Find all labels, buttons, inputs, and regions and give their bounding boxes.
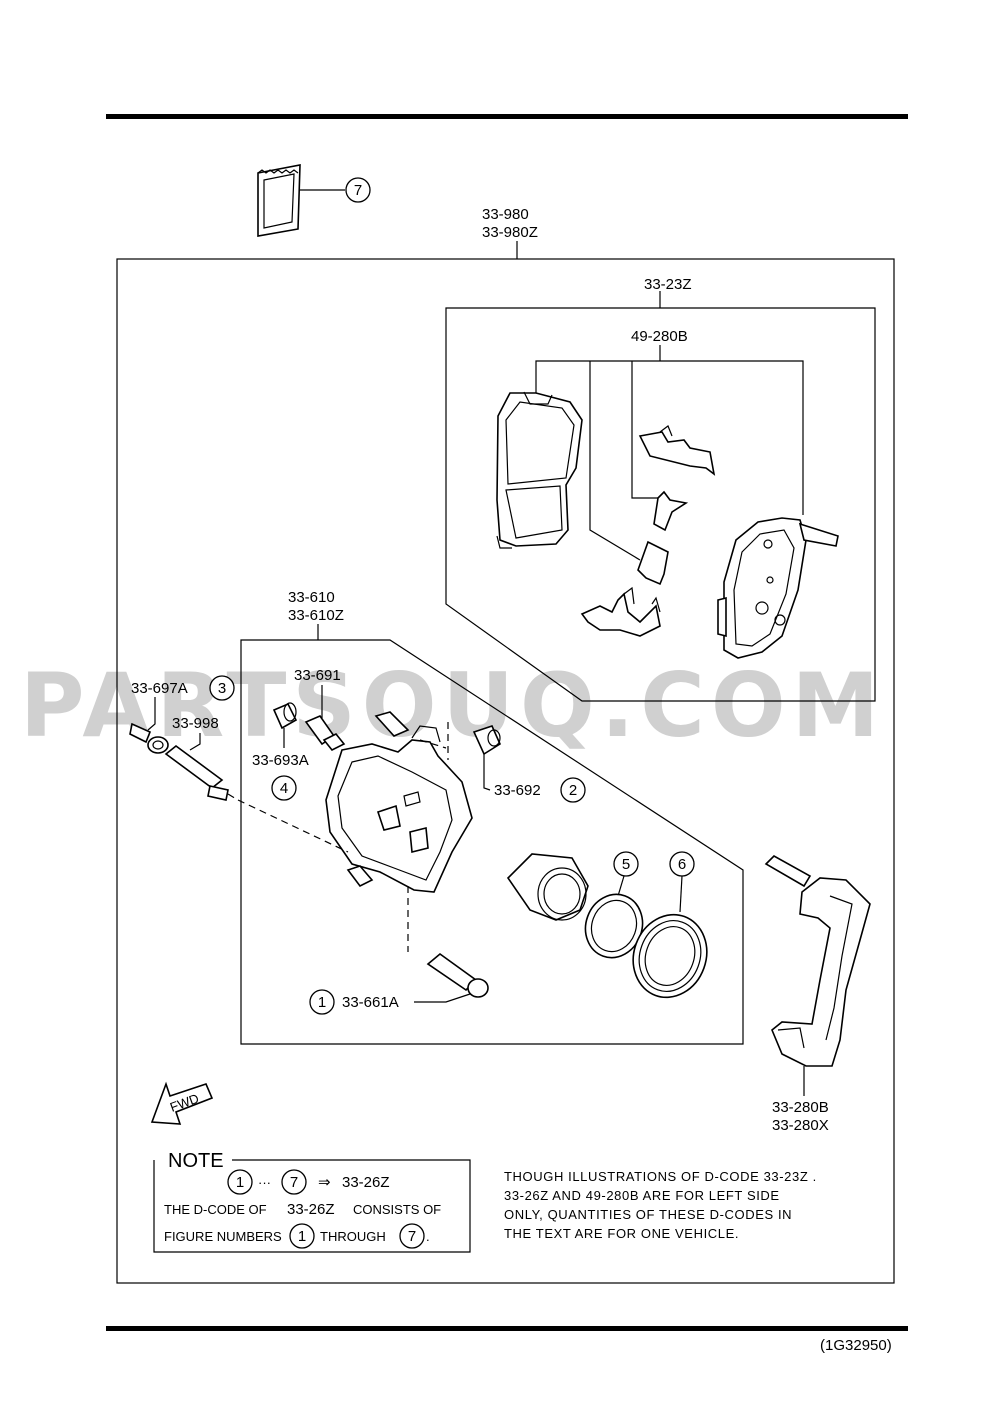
label-boot-3: 33-697A — [131, 680, 188, 697]
bottom-rule — [106, 1326, 908, 1331]
label-shim-kit: 49-280B — [631, 328, 688, 345]
callout-2 — [560, 777, 586, 803]
note-callout-1b-num: 1 — [298, 1228, 306, 1245]
note-callout-7-num: 7 — [290, 1174, 298, 1191]
caliper-body-part[interactable] — [325, 711, 473, 893]
note-title: NOTE — [168, 1150, 224, 1172]
diagram-code: (1G32950) — [820, 1337, 892, 1354]
label-caliper-2: 33-610Z — [288, 607, 344, 624]
note-line3-end: . — [426, 1229, 430, 1244]
note-box — [153, 1159, 471, 1253]
callout-3 — [209, 675, 235, 701]
clip-upper[interactable] — [653, 490, 689, 532]
guide-bolt-part[interactable] — [164, 744, 229, 801]
brake-pad-outer[interactable] — [717, 517, 839, 659]
label-kit-1: 33-980 — [482, 206, 529, 223]
callout-2-num: 2 — [569, 782, 577, 799]
remark-line-1: THOUGH ILLUSTRATIONS OF D-CODE 33-23Z . — [504, 1169, 817, 1184]
note-callout-1-num: 1 — [236, 1174, 244, 1191]
note-line3-b: THROUGH — [320, 1229, 386, 1244]
label-bolt-998: 33-998 — [172, 715, 219, 732]
fwd-arrow-icon: FWD — [150, 1081, 214, 1125]
label-bracket-2: 33-280X — [772, 1117, 829, 1134]
callout-7-top — [345, 177, 371, 203]
clip-lower[interactable] — [637, 540, 669, 586]
note-line2-b: CONSISTS OF — [353, 1202, 441, 1217]
callout-4 — [271, 775, 297, 801]
label-guide-1: 33-661A — [342, 994, 399, 1011]
note-code-1: 33-26Z — [342, 1174, 390, 1191]
note-callout-7 — [281, 1169, 307, 1195]
shim-lower[interactable] — [580, 586, 661, 637]
label-kit-2: 33-980Z — [482, 224, 538, 241]
note-callout-1b — [289, 1223, 315, 1249]
kit-box — [116, 258, 895, 1284]
pad-set-box — [445, 307, 876, 702]
note-line2-a: THE D-CODE OF — [164, 1202, 267, 1217]
top-rule — [106, 114, 908, 119]
label-caliper-1: 33-610 — [288, 589, 335, 606]
remark-line-2: 33-26Z AND 49-280B ARE FOR LEFT SIDE — [504, 1188, 780, 1203]
label-bleeder: 33-691 — [294, 667, 341, 684]
callout-5 — [613, 851, 639, 877]
label-cap-4: 33-693A — [252, 752, 309, 769]
remark-line-4: THE TEXT ARE FOR ONE VEHICLE. — [504, 1226, 739, 1241]
label-boot-2: 33-692 — [494, 782, 541, 799]
note-line3-a: FIGURE NUMBERS — [164, 1229, 282, 1244]
shim-upper[interactable] — [638, 425, 716, 476]
bleeder-screw-part[interactable] — [304, 715, 346, 752]
grease-packet-part[interactable] — [257, 164, 301, 237]
note-arrow: ⇒ — [318, 1174, 331, 1191]
piston-boot-part[interactable] — [622, 904, 718, 1008]
callout-6-num: 6 — [678, 856, 686, 873]
callout-5-num: 5 — [622, 856, 630, 873]
label-bracket-1: 33-280B — [772, 1099, 829, 1116]
note-code-2: 33-26Z — [287, 1201, 335, 1218]
remark-line-3: ONLY, QUANTITIES OF THESE D-CODES IN — [504, 1207, 792, 1222]
callout-3-num: 3 — [218, 680, 226, 697]
callout-7-top-num: 7 — [354, 182, 362, 199]
callout-4-num: 4 — [280, 780, 288, 797]
dust-boot-part[interactable] — [129, 722, 169, 754]
boot-692-part[interactable] — [472, 725, 502, 756]
brake-pad-inner[interactable] — [496, 391, 583, 549]
note-callout-7b — [399, 1223, 425, 1249]
callout-1-num: 1 — [318, 994, 326, 1011]
callout-1 — [309, 989, 335, 1015]
guide-pin-part[interactable] — [426, 952, 489, 998]
piston-part[interactable] — [506, 853, 589, 921]
label-pad-set: 33-23Z — [644, 276, 692, 293]
caliper-box — [240, 639, 744, 1045]
caliper-bracket-part[interactable] — [764, 855, 871, 1067]
note-callout-1 — [227, 1169, 253, 1195]
bleeder-cap-part[interactable] — [272, 702, 298, 730]
note-dots: ··· — [258, 1175, 271, 1190]
note-callout-7b-num: 7 — [408, 1228, 416, 1245]
